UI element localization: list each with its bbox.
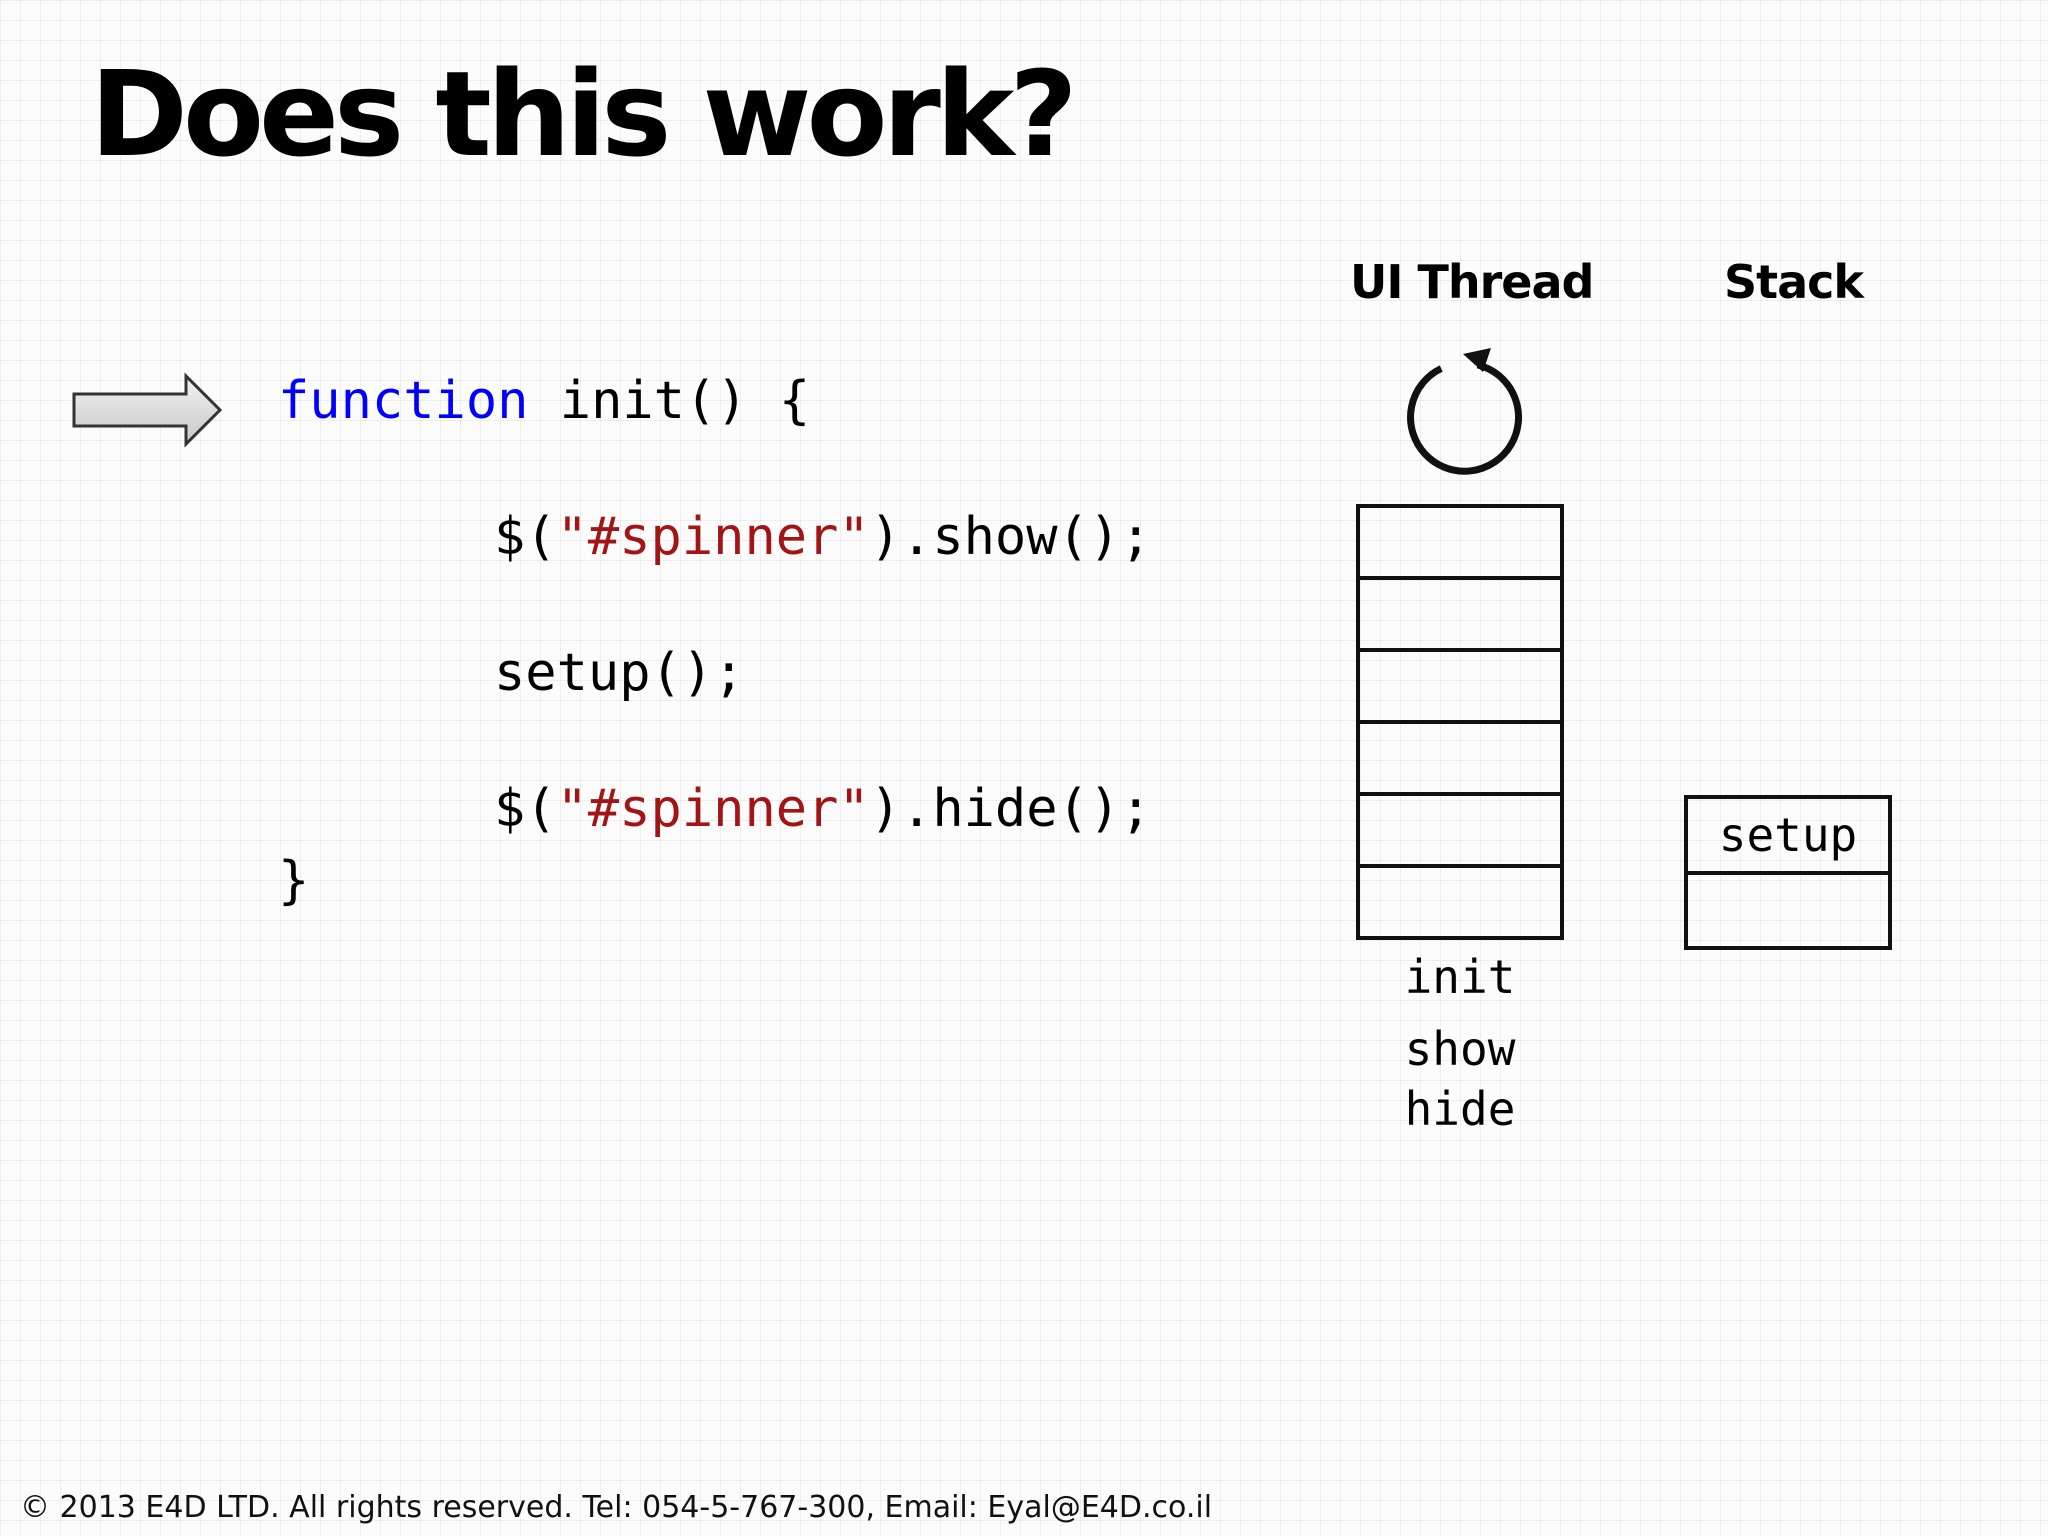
code-line-spinner-show: $("#spinner").show(); [494, 506, 1151, 568]
stack-frame-empty [1688, 875, 1888, 947]
code-show-call: ).show(); [869, 507, 1152, 567]
queue-slot [1360, 796, 1560, 868]
queue-slot [1360, 724, 1560, 796]
code-line-spinner-hide: $("#spinner").hide(); [494, 778, 1151, 840]
queue-slot [1360, 508, 1560, 580]
circular-arrow-icon [1407, 348, 1523, 475]
code-jquery-call: $( [494, 507, 557, 567]
code-selector-string: "#spinner" [556, 779, 870, 839]
copyright-footer: © 2013 E4D LTD. All rights reserved. Tel… [20, 1490, 1213, 1525]
stack-heading: Stack [1724, 255, 1864, 309]
slide-title: Does this work? [90, 45, 1078, 183]
code-selector-string: "#spinner" [556, 507, 870, 567]
queue-slot [1360, 652, 1560, 724]
code-line-setup-call: setup(); [494, 643, 745, 703]
pending-task-hide: hide [1404, 1082, 1516, 1136]
code-keyword-function: function [278, 371, 529, 431]
pending-task-show: show [1404, 1022, 1516, 1076]
pending-task-init: init [1404, 950, 1516, 1004]
call-stack: setup [1684, 795, 1892, 950]
ui-thread-heading: UI Thread [1350, 255, 1594, 309]
queue-slot [1360, 580, 1560, 652]
code-jquery-call: $( [494, 779, 557, 839]
right-arrow-icon [72, 372, 223, 448]
code-line-function-declaration: function init() { [278, 370, 810, 432]
code-line-closing-brace: } [278, 851, 310, 911]
code-init-signature: init() { [528, 371, 811, 431]
stack-frame-setup: setup [1688, 799, 1888, 875]
ui-thread-queue [1356, 504, 1564, 940]
queue-slot [1360, 868, 1560, 936]
code-hide-call: ).hide(); [869, 779, 1152, 839]
